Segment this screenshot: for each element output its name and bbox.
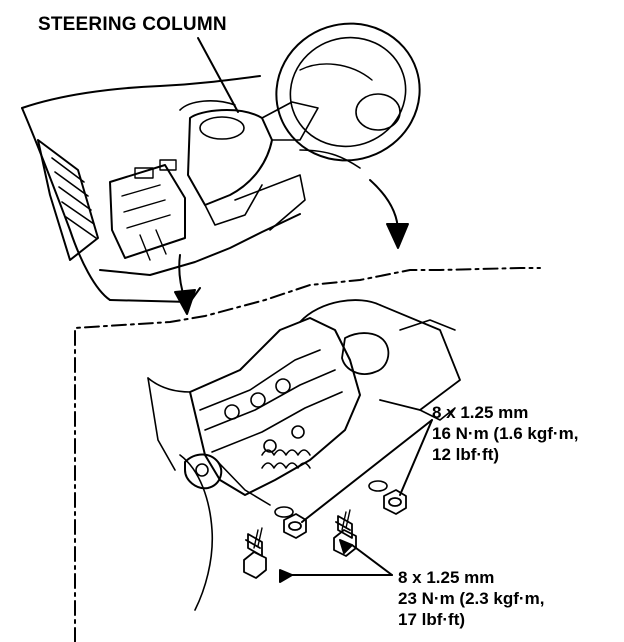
nut-left bbox=[283, 513, 307, 539]
nut-torque-spec: 8 x 1.25 mm 16 N·m (1.6 kgf·m, 12 lbf·ft… bbox=[432, 402, 578, 465]
callout-leaders-lower bbox=[279, 539, 393, 583]
bolt-torque-line2: 17 lbf·ft) bbox=[398, 610, 466, 629]
bolt-size: 8 x 1.25 mm bbox=[398, 568, 495, 587]
steering-column-leader bbox=[197, 37, 239, 113]
steering-column-upper-drawing bbox=[187, 101, 319, 226]
steering-wheel-drawing bbox=[275, 22, 421, 162]
detail-view-border bbox=[74, 267, 541, 642]
callout-leaders-upper bbox=[301, 419, 433, 523]
nut-torque-line1: 16 N·m (1.6 kgf·m, bbox=[432, 424, 579, 443]
nut-right bbox=[383, 489, 407, 515]
column-mount-drawing bbox=[147, 299, 461, 611]
nut-washers bbox=[274, 480, 388, 518]
curved-arrow-left bbox=[174, 254, 196, 315]
curved-arrow-right bbox=[369, 179, 409, 249]
steering-column-label: STEERING COLUMN bbox=[38, 14, 227, 35]
nut-torque-line2: 12 lbf·ft) bbox=[432, 445, 500, 464]
nut-size: 8 x 1.25 mm bbox=[432, 403, 529, 422]
bolt-torque-spec: 8 x 1.25 mm 23 N·m (2.3 kgf·m, 17 lbf·ft… bbox=[398, 567, 544, 630]
bolt-torque-line1: 23 N·m (2.3 kgf·m, bbox=[398, 589, 545, 608]
dashboard-drawing bbox=[21, 75, 361, 303]
bolt-left bbox=[243, 527, 267, 579]
